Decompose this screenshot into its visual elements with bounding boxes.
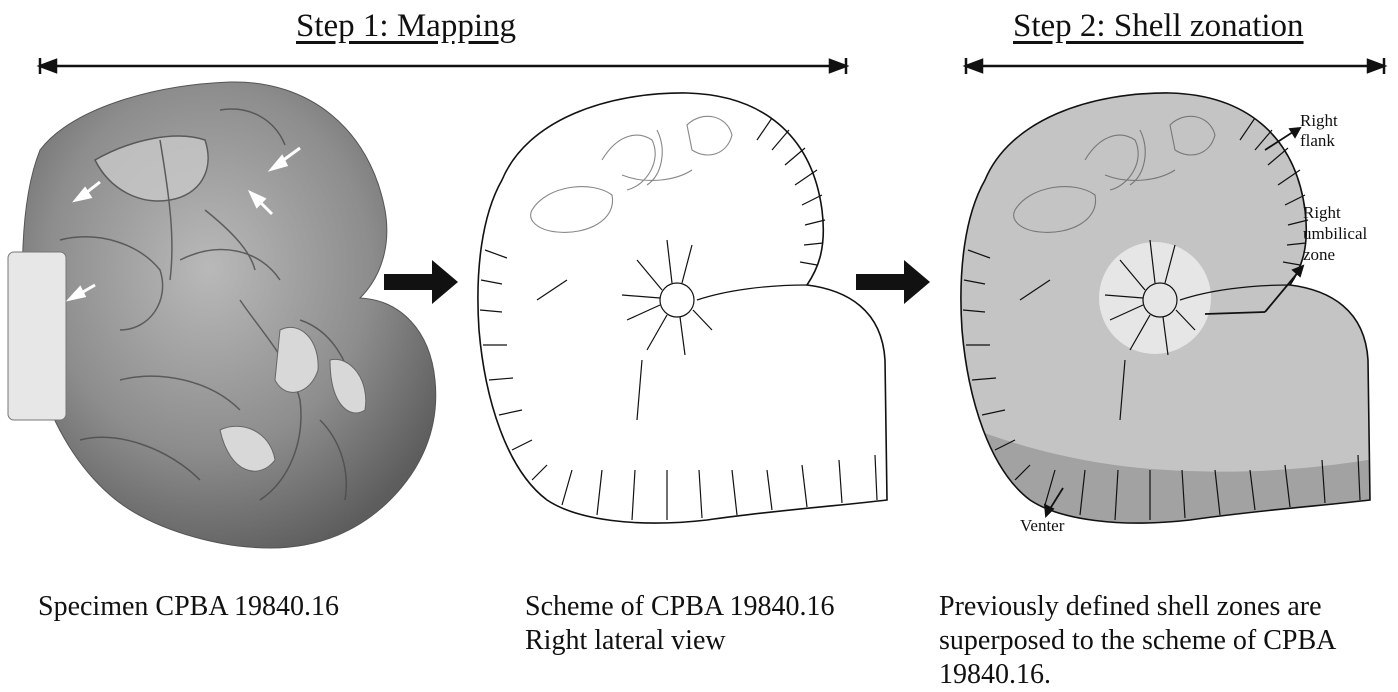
specimen-photo [8, 82, 436, 548]
right-arrow-icon [384, 260, 458, 304]
double-headed-arrow-icon [40, 58, 846, 74]
right-arrow-icon [856, 260, 930, 304]
label-venter: Venter [1020, 516, 1065, 535]
double-headed-arrow-icon [966, 58, 1384, 74]
caption-scheme-line2: Right lateral view [525, 624, 885, 658]
label-right-umbilical-3: zone [1303, 245, 1335, 264]
shell-scheme [478, 93, 887, 523]
caption-specimen: Specimen CPBA 19840.16 [38, 590, 339, 624]
caption-scheme-line1: Scheme of CPBA 19840.16 [525, 590, 885, 624]
caption-zonation: Previously defined shell zones are super… [939, 590, 1379, 692]
step1-title: Step 1: Mapping [296, 8, 516, 45]
label-right-flank-2: flank [1300, 131, 1335, 150]
specimen-label-tag [8, 252, 66, 420]
right-umbilical-zone [1099, 242, 1211, 354]
caption-scheme: Scheme of CPBA 19840.16 Right lateral vi… [525, 590, 885, 658]
label-right-flank-1: Right [1300, 111, 1338, 130]
label-right-umbilical-1: Right [1303, 203, 1341, 222]
shell-zonation: Right flank Right umbilical zone Venter [950, 93, 1380, 540]
label-right-umbilical-2: umbilical [1303, 224, 1367, 243]
step2-title: Step 2: Shell zonation [1013, 8, 1304, 45]
